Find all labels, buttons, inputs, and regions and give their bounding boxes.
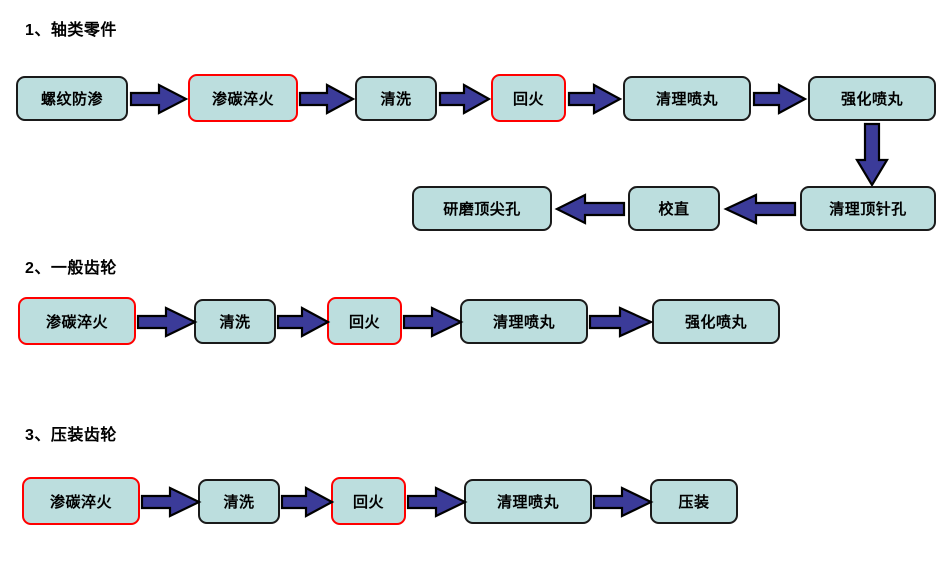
section-title-press-fit-gear: 3、压装齿轮 bbox=[25, 427, 117, 444]
arrow-right-s3-4 bbox=[592, 486, 654, 518]
node-pressgear-clean-shot-blast[interactable]: 清理喷丸 bbox=[464, 479, 592, 524]
node-gear-clean[interactable]: 清洗 bbox=[194, 299, 276, 344]
arrow-right-s1-2 bbox=[298, 83, 356, 115]
node-gear-temper[interactable]: 回火 bbox=[327, 297, 402, 345]
arrow-left-s1-1 bbox=[554, 193, 626, 225]
arrow-right-s2-4 bbox=[588, 306, 654, 338]
node-shaft-clean-shot-blast[interactable]: 清理喷丸 bbox=[623, 76, 751, 121]
arrow-right-s2-3 bbox=[402, 306, 464, 338]
arrow-right-s1-3 bbox=[438, 83, 492, 115]
arrow-right-s1-1 bbox=[129, 83, 189, 115]
node-pressgear-carburize-quench[interactable]: 渗碳淬火 bbox=[22, 477, 140, 525]
node-shaft-temper[interactable]: 回火 bbox=[491, 74, 566, 122]
node-shaft-carburize-quench[interactable]: 渗碳淬火 bbox=[188, 74, 298, 122]
arrow-right-s3-2 bbox=[280, 486, 335, 518]
node-shaft-thread-anti-carburize[interactable]: 螺纹防渗 bbox=[16, 76, 128, 121]
node-pressgear-clean[interactable]: 清洗 bbox=[198, 479, 280, 524]
node-gear-carburize-quench[interactable]: 渗碳淬火 bbox=[18, 297, 136, 345]
node-pressgear-press-fit[interactable]: 压装 bbox=[650, 479, 738, 524]
node-shaft-strengthen-shot-peen[interactable]: 强化喷丸 bbox=[808, 76, 936, 121]
arrow-right-s1-4 bbox=[567, 83, 623, 115]
arrow-right-s1-5 bbox=[752, 83, 808, 115]
node-shaft-clean-center-hole[interactable]: 清理顶针孔 bbox=[800, 186, 936, 231]
node-gear-strengthen-shot-peen[interactable]: 强化喷丸 bbox=[652, 299, 780, 344]
arrow-right-s2-2 bbox=[276, 306, 331, 338]
node-gear-clean-shot-blast[interactable]: 清理喷丸 bbox=[460, 299, 588, 344]
arrow-left-s1-2 bbox=[723, 193, 797, 225]
arrow-right-s3-1 bbox=[140, 486, 202, 518]
arrow-down-s1-connector bbox=[855, 122, 889, 188]
node-shaft-grind-center-hole[interactable]: 研磨顶尖孔 bbox=[412, 186, 552, 231]
arrow-right-s2-1 bbox=[136, 306, 198, 338]
node-shaft-clean[interactable]: 清洗 bbox=[355, 76, 437, 121]
section-title-general-gear: 2、一般齿轮 bbox=[25, 260, 117, 277]
node-pressgear-temper[interactable]: 回火 bbox=[331, 477, 406, 525]
arrow-right-s3-3 bbox=[406, 486, 468, 518]
node-shaft-straighten[interactable]: 校直 bbox=[628, 186, 720, 231]
section-title-shaft-parts: 1、轴类零件 bbox=[25, 22, 117, 39]
